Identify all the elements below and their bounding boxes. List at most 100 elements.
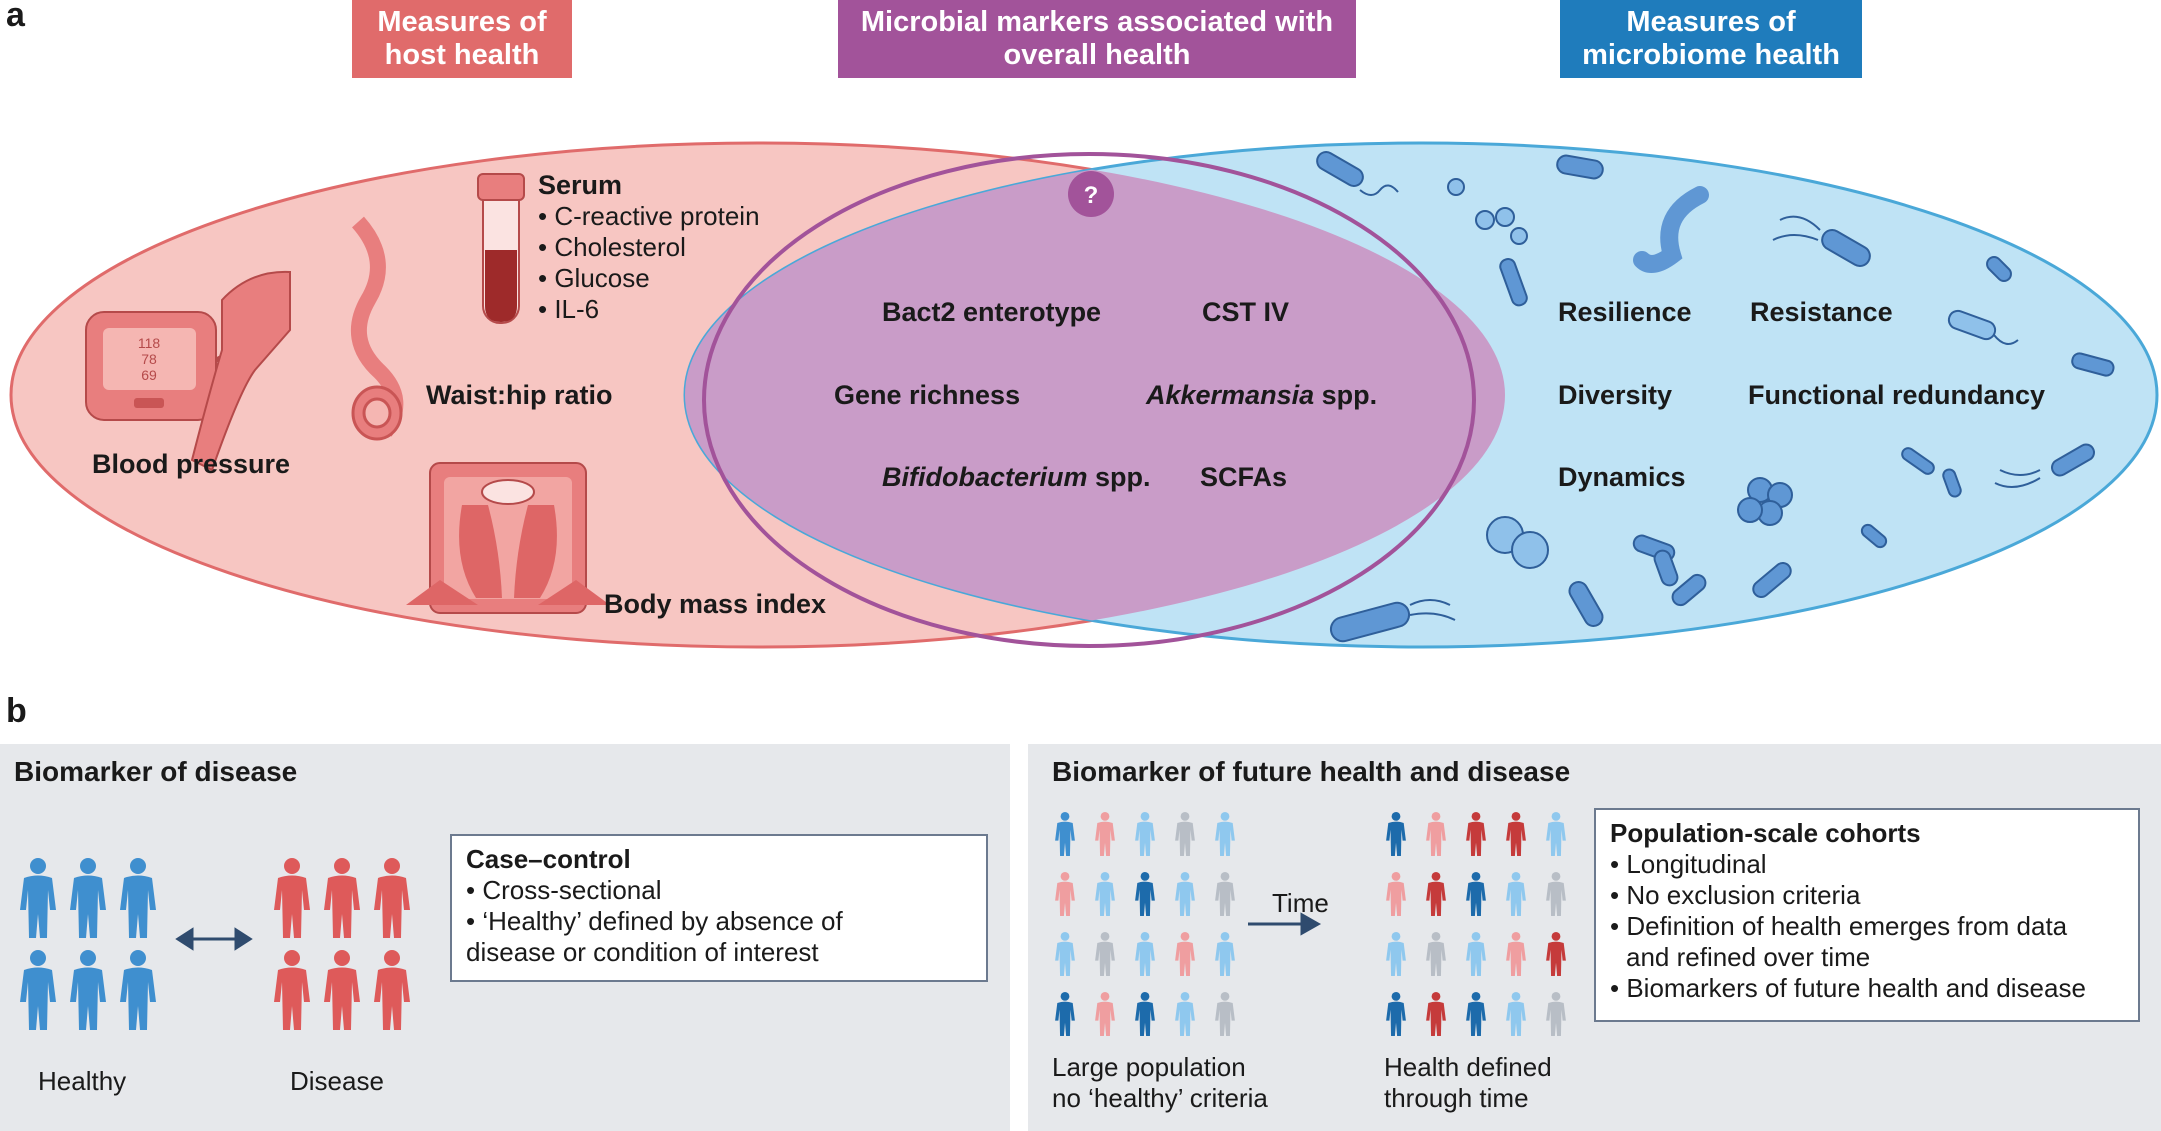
bullet-text: Longitudinal [1626,849,1767,879]
biomarker-of-disease-title: Biomarker of disease [14,756,298,787]
monitor-value-3: 69 [141,367,157,383]
resilience-label: Resilience [1558,297,1692,327]
case-control-box: Case–control • Cross-sectional • ‘Health… [450,834,988,982]
microbial-markers-header: Microbial markers associated with overal… [838,0,1356,78]
bact2-label: Bact2 enterotype [882,297,1102,327]
serum-item-text: Glucose [554,263,650,293]
health-defined-line2: through time [1384,1083,1529,1113]
bullet-text: Cross-sectional [482,875,662,905]
population-after-icons [1386,812,1566,1036]
serum-item: • Glucose [538,263,650,293]
person-icon [324,950,360,1030]
person-icon [324,858,360,938]
person-icon [1426,872,1446,916]
host-health-header-line1: Measures of [377,6,547,38]
resistance-label: Resistance [1750,297,1893,327]
double-arrow-icon [175,927,253,951]
biomarker-future-health-title: Biomarker of future health and disease [1052,756,1571,787]
person-icon [274,950,310,1030]
cohort-bullet: • No exclusion criteria [1610,880,1861,910]
monitor-value-1: 118 [138,335,161,351]
overlap-outline [702,152,1476,648]
person-icon [1506,932,1526,976]
case-control-bullet: • ‘Healthy’ defined by absence of [466,906,843,936]
bifidobacterium-genus: Bifidobacterium [882,462,1088,492]
person-icon [1426,812,1446,856]
person-icon [20,858,56,938]
serum-block: Serum • C-reactive protein • Cholesterol… [538,170,760,325]
cohort-bullet: • Definition of health emerges from data [1610,911,2068,941]
person-icon [1466,992,1486,1036]
person-icon [1546,812,1566,856]
person-icon [120,950,156,1030]
person-icon [1546,872,1566,916]
serum-item-text: C-reactive protein [554,201,760,231]
person-icon [1095,932,1115,976]
person-icon [1426,992,1446,1036]
person-icon [1466,812,1486,856]
person-icon [1466,932,1486,976]
person-icon [1386,872,1406,916]
health-defined-line1: Health defined [1384,1052,1552,1082]
person-icon [1215,812,1235,856]
monitor-value-2: 78 [141,351,157,367]
person-icon [1135,812,1155,856]
large-population-line1: Large population [1052,1052,1246,1082]
bifidobacterium-spp: spp. [1087,462,1151,492]
person-icon [20,950,56,1030]
person-icon [374,858,410,938]
health-defined-caption: Health defined through time [1384,1052,1552,1114]
person-icon [70,950,106,1030]
scfa-label: SCFAs [1200,462,1288,492]
person-icon [120,858,156,938]
scale-icon [406,462,610,614]
bacteria-icons [1316,151,2115,643]
person-icon [1055,932,1075,976]
host-health-header-line2: host health [384,39,540,71]
person-icon [1386,812,1406,856]
person-icon [1506,812,1526,856]
person-icon [1095,872,1115,916]
person-icon [1055,992,1075,1036]
population-grids [1055,812,1566,1036]
person-icon [1135,872,1155,916]
serum-title: Serum [538,170,623,200]
person-icon [1426,932,1446,976]
biomarker-future-health-panel: Biomarker of future health and disease T… [1028,744,2161,1131]
bullet-text: Definition of health emerges from data [1626,911,2068,941]
person-icon [1215,872,1235,916]
cohort-bullet: • Longitudinal [1610,849,1767,879]
panel-b-letter: b [6,692,27,730]
cohort-bullet: • Biomarkers of future health and diseas… [1610,973,2086,1003]
large-population-line2: no ‘healthy’ criteria [1052,1083,1268,1113]
serum-item: • IL-6 [538,294,600,324]
person-icon [1215,992,1235,1036]
blood-pressure-label: Blood pressure [92,449,291,479]
time-arrow-icon [1248,912,1322,936]
bifidobacterium-label: Bifidobacterium spp. [882,462,1151,493]
host-health-header: Measures of host health [352,0,572,78]
gene-richness-label: Gene richness [834,380,1021,410]
person-icon [1506,872,1526,916]
person-icon [374,950,410,1030]
person-icon [1175,812,1195,856]
person-icon [1175,992,1195,1036]
case-control-bullet: • Cross-sectional [466,875,662,905]
bullet-text: No exclusion criteria [1626,880,1861,910]
bullet-text: ‘Healthy’ defined by absence of [482,906,843,936]
person-icon [1506,992,1526,1036]
person-icon [1175,932,1195,976]
cohort-bullet-continuation: and refined over time [1626,942,1871,972]
panel-a-letter: a [6,0,25,34]
question-mark-badge [1068,171,1114,217]
microbial-markers-header-line2: overall health [1003,39,1191,71]
serum-item: • C-reactive protein [538,201,760,231]
person-icon [1135,932,1155,976]
person-icon [1135,992,1155,1036]
akkermansia-genus: Akkermansia [1146,380,1315,410]
disease-people-icons [274,858,410,1030]
microbiome-health-header-line2: microbiome health [1582,39,1840,71]
bmi-label: Body mass index [604,589,827,619]
diversity-label: Diversity [1558,380,1673,410]
microbial-markers-header-line1: Microbial markers associated with [860,6,1334,38]
